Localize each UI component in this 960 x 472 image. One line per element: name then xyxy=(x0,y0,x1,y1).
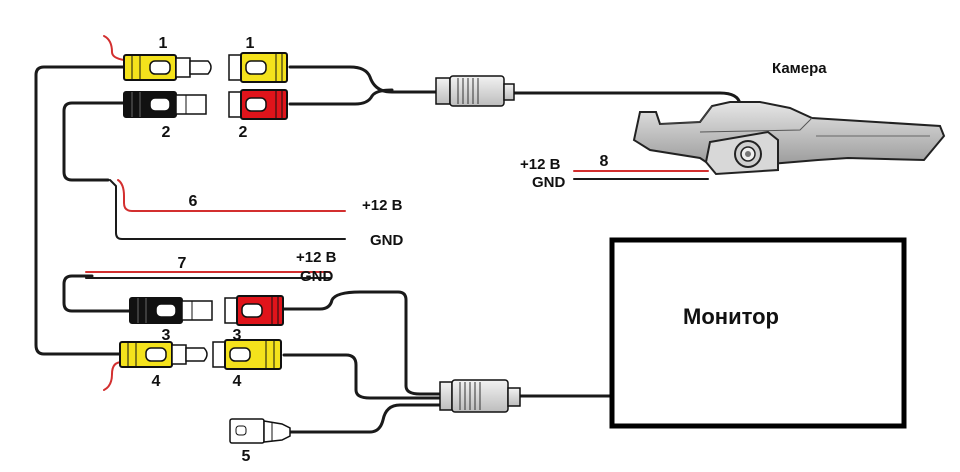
wire-red3-monitor xyxy=(282,290,444,396)
camera-label: Камера xyxy=(772,60,827,77)
plug-yellow-1-male xyxy=(123,54,212,81)
label-num-4-left: 4 xyxy=(152,373,161,390)
plug-red-2-female xyxy=(228,89,288,120)
label-num-7: 7 xyxy=(178,255,187,272)
label-gnd-6: GND xyxy=(370,232,404,249)
label-gnd-8: GND xyxy=(532,174,566,191)
wire-black-2 xyxy=(62,101,126,182)
wire-loop-video xyxy=(34,65,126,356)
label-num-1-left: 1 xyxy=(159,35,168,52)
wire-red-6-stem xyxy=(117,179,346,212)
monitor-box xyxy=(609,237,907,429)
wire-7-bracket xyxy=(62,274,132,313)
label-num-6: 6 xyxy=(189,193,198,210)
plug-yellow-1-female xyxy=(228,52,288,83)
label-num-3-left: 3 xyxy=(162,327,171,344)
monitor-label: Монитор xyxy=(683,304,779,329)
camera-connector xyxy=(435,75,515,107)
camera-unit xyxy=(632,101,946,176)
wire-yellow4-monitor xyxy=(282,353,444,400)
wire-gnd-6 xyxy=(109,179,346,240)
label-num-1-right: 1 xyxy=(246,35,255,52)
label-gnd-7: GND xyxy=(300,268,334,285)
label-plus12-7: +12 В xyxy=(296,249,337,266)
wires xyxy=(34,35,742,434)
monitor-connector xyxy=(439,379,521,413)
label-num-4-right: 4 xyxy=(233,373,242,390)
label-num-2-left: 2 xyxy=(162,124,171,141)
label-num-3-right: 3 xyxy=(233,327,242,344)
wire-video-top xyxy=(288,65,442,94)
wire-red-tail-1 xyxy=(103,35,125,61)
wire-power-top xyxy=(288,88,394,106)
wire-red-tail-4 xyxy=(103,361,123,391)
label-num-8: 8 xyxy=(600,153,609,170)
plug-red-3-female xyxy=(224,295,284,326)
label-plus12-6: +12 В xyxy=(362,197,403,214)
label-num-5: 5 xyxy=(242,448,251,465)
plug-yellow-4-male xyxy=(119,341,208,368)
wire-to-camera xyxy=(510,91,742,106)
label-num-2-right: 2 xyxy=(239,124,248,141)
wire-5 xyxy=(288,403,444,434)
plug-black-3-male xyxy=(129,297,213,324)
plug-5 xyxy=(229,418,291,444)
plug-black-2-male xyxy=(123,91,207,118)
label-plus12-8: +12 В xyxy=(520,156,561,173)
plug-yellow-4-female xyxy=(212,339,282,370)
